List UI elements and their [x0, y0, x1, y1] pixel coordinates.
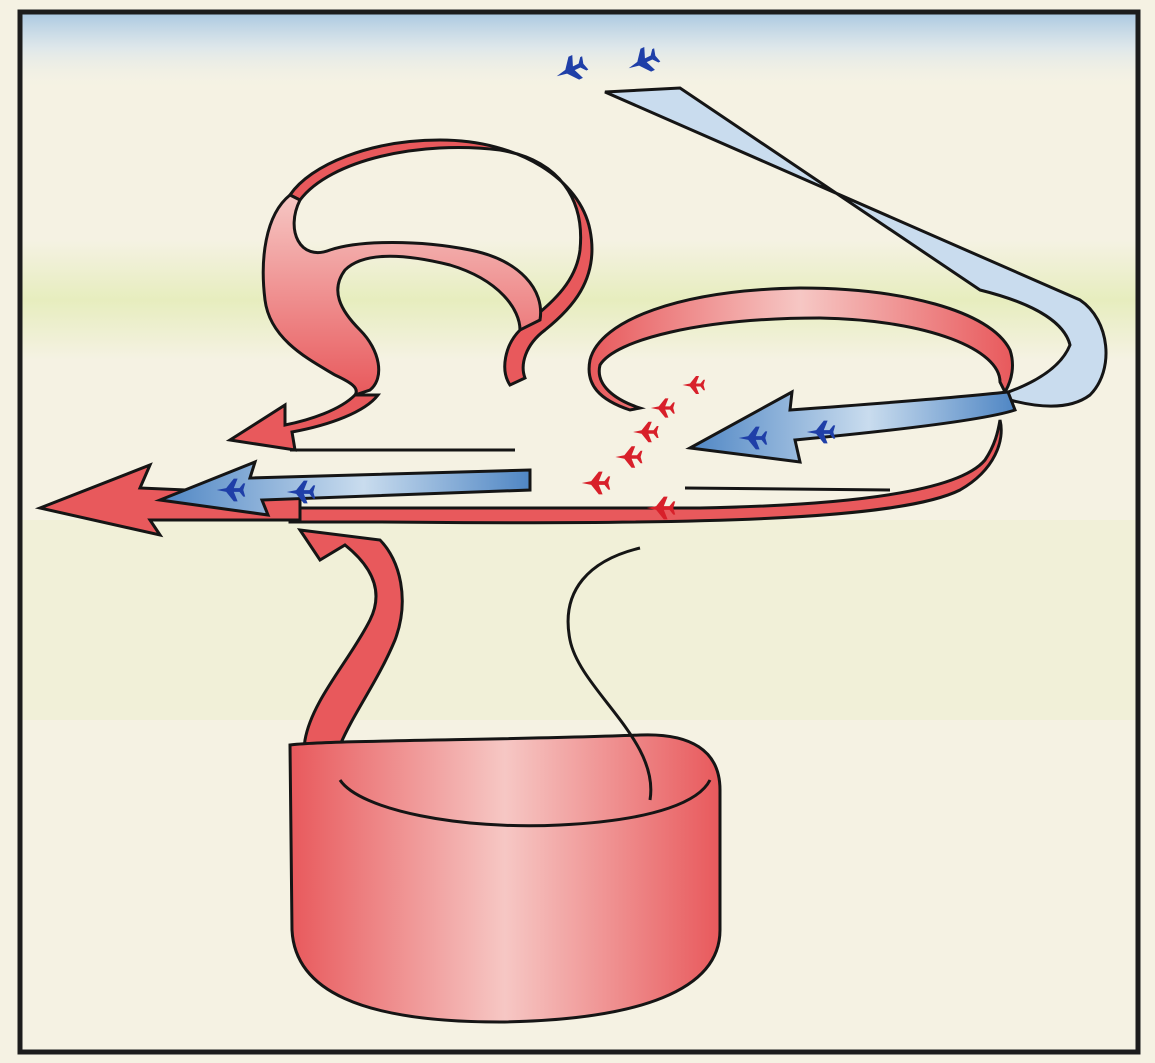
- lower-haze: [20, 520, 1140, 720]
